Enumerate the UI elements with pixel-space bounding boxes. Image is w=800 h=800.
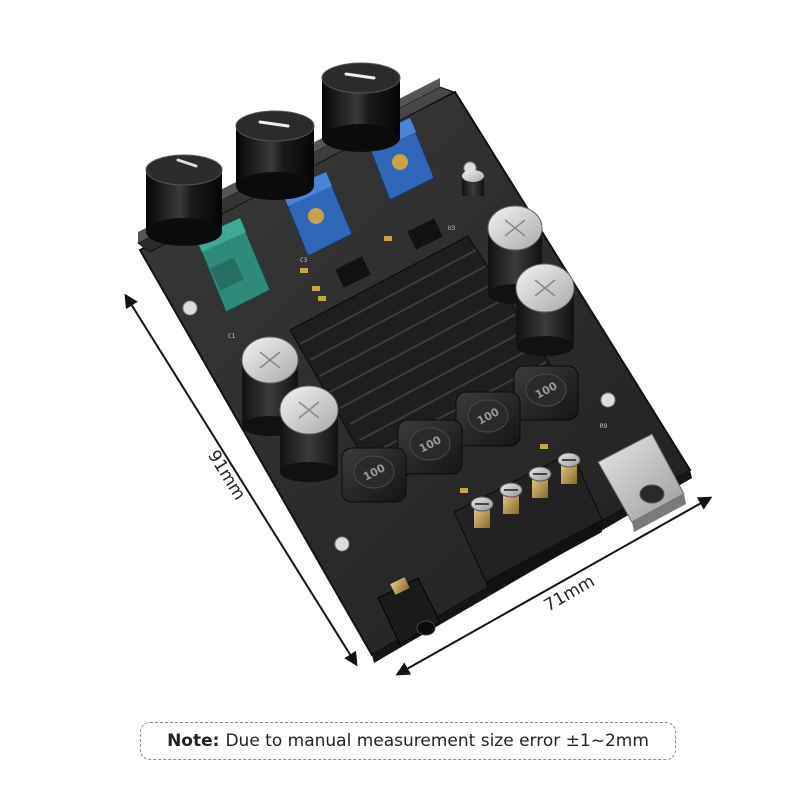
silkscreen-mark: C3 (300, 257, 308, 264)
measurement-note: Note: Due to manual measurement size err… (140, 722, 676, 760)
inductor: 100 (455, 391, 521, 447)
small-capacitor (462, 170, 484, 196)
capacitor-large (279, 385, 339, 482)
silkscreen-mark: R9 (600, 423, 608, 430)
note-text: Due to manual measurement size error ±1~… (225, 731, 649, 751)
note-label: Note: (167, 731, 220, 751)
inductor: 100 (341, 447, 407, 503)
inductor: 100 (513, 365, 579, 421)
capacitor-large (515, 263, 575, 356)
terminal-screw-icon (557, 452, 581, 484)
height-dimension-arrow (124, 293, 358, 667)
silkscreen-mark: U3 (448, 225, 456, 232)
smd-components (300, 218, 548, 493)
mounting-hole (334, 536, 350, 552)
mounting-hole (182, 300, 198, 316)
inductor: 100 (397, 419, 463, 475)
audio-input-jack (377, 577, 441, 645)
bass-knob-icon (321, 62, 401, 152)
dc-power-jack (597, 433, 686, 532)
terminal-screw-icon (499, 482, 523, 514)
speaker-terminal-block (453, 451, 603, 594)
terminal-screw-icon (528, 466, 552, 498)
height-dimension-label: 91mm (203, 447, 249, 504)
treble-knob-icon (235, 110, 315, 200)
terminal-screw-icon (470, 496, 494, 528)
width-dimension-arrow (395, 496, 713, 676)
silkscreen-mark: C1 (228, 333, 236, 340)
mounting-hole (600, 392, 616, 408)
volume-knob-icon (145, 154, 223, 246)
